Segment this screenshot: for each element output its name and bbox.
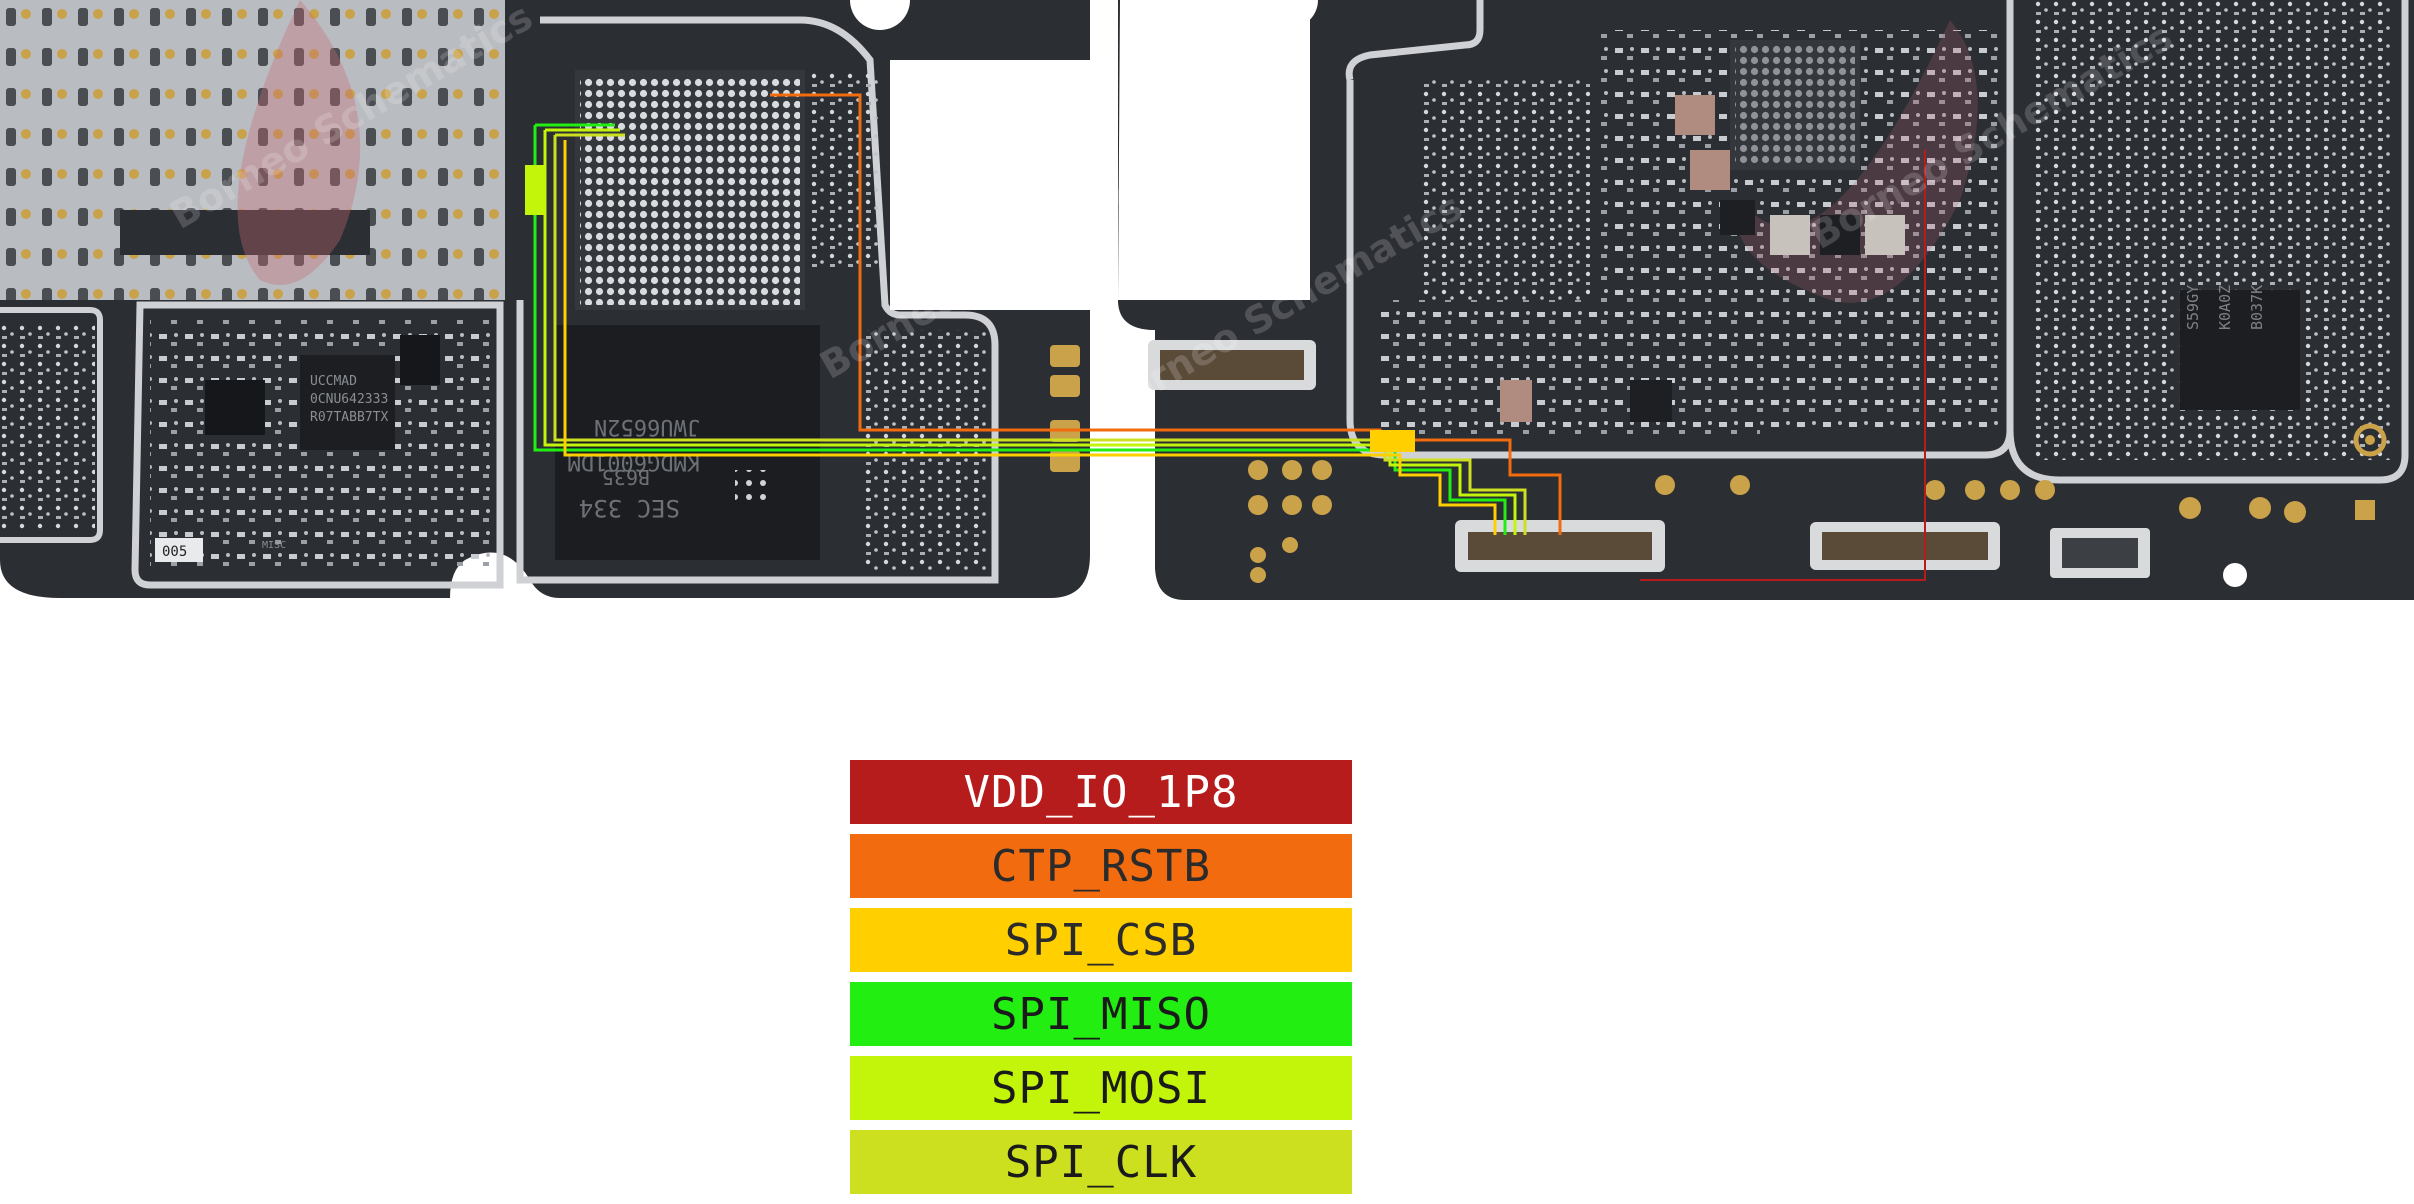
legend-label: SPI_CLK	[1004, 1136, 1198, 1188]
pmic-marking-3: R07TABB7TX	[310, 410, 388, 425]
signal-legend: VDD_IO_1P8 CTP_RSTB SPI_CSB SPI_MISO SPI…	[850, 760, 1352, 1204]
right-chip-marking-3: B037K	[2248, 285, 2266, 330]
memory-marking-code: B635	[602, 465, 650, 489]
legend-label: SPI_MOSI	[991, 1062, 1211, 1114]
memory-marking-part: KMDG6001DM	[568, 449, 700, 474]
misc-marking: MISC	[262, 540, 286, 551]
signal-traces	[525, 93, 1926, 581]
pmic-marking: UCCMAD	[310, 374, 357, 389]
memory-marking-top: JWU6652N	[594, 414, 700, 439]
right-chip-marking-2: K0A0Z	[2216, 285, 2234, 330]
legend-label: SPI_CSB	[1004, 914, 1198, 966]
legend-item-ctp-rstb: CTP_RSTB	[850, 834, 1352, 898]
legend-label: CTP_RSTB	[991, 840, 1211, 892]
legend-item-spi-csb: SPI_CSB	[850, 908, 1352, 972]
right-chip-marking-1: S59GY	[2184, 285, 2202, 330]
memory-marking-vendor: SEC 334	[579, 494, 680, 522]
legend-item-vdd-io-1p8: VDD_IO_1P8	[850, 760, 1352, 824]
legend-label: SPI_MISO	[991, 988, 1211, 1040]
pcb-board-image: UCCMAD 0CNU642333 R07TABB7TX 005 MISC JW…	[0, 0, 2414, 600]
label-005: 005	[162, 544, 187, 560]
legend-item-spi-mosi: SPI_MOSI	[850, 1056, 1352, 1120]
legend-item-spi-miso: SPI_MISO	[850, 982, 1352, 1046]
right-board: S59GY K0A0Z B037K	[1118, 0, 2414, 600]
legend-item-spi-clk: SPI_CLK	[850, 1130, 1352, 1194]
left-board: UCCMAD 0CNU642333 R07TABB7TX 005 MISC JW…	[0, 0, 1090, 598]
pmic-marking-2: 0CNU642333	[310, 392, 388, 407]
legend-label: VDD_IO_1P8	[963, 766, 1239, 818]
